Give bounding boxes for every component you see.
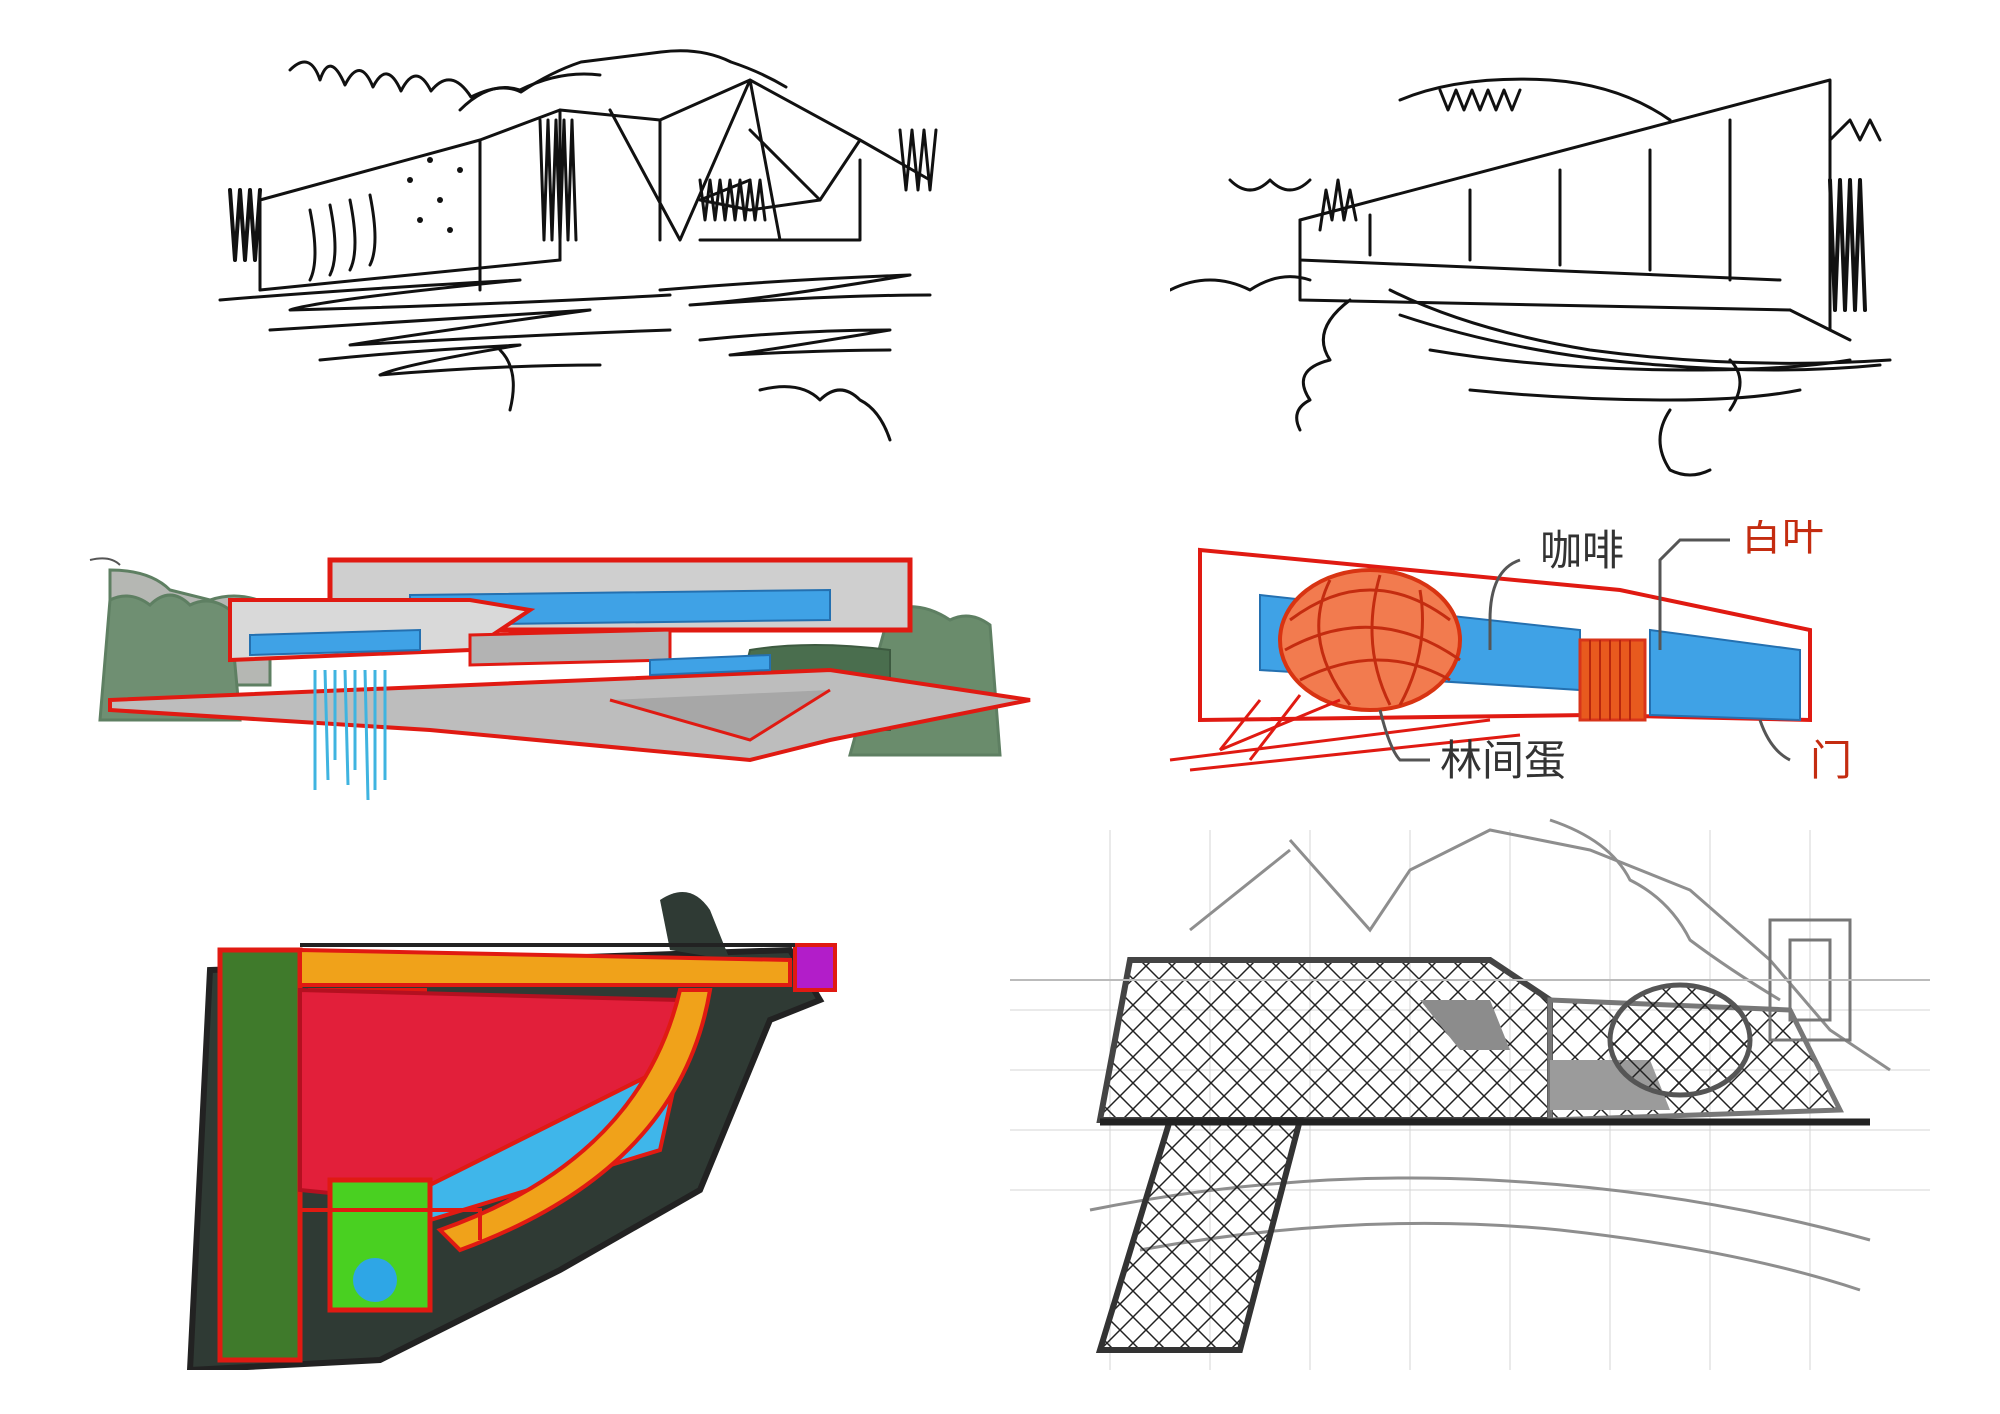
ink-perspective-sketch-right xyxy=(1170,60,1950,520)
ink-sketch-right-drawing xyxy=(1170,77,1892,477)
cad-plan-right xyxy=(990,810,1950,1390)
cad-plan-right-drawing xyxy=(1010,818,1930,1370)
colored-elevation-left-drawing xyxy=(89,557,1031,801)
colored-elevation-right: 咖啡 百叶 林间蛋 门 xyxy=(1160,520,1960,790)
colored-plan-left-drawing xyxy=(186,892,837,1370)
annotation-louvers: 百叶 xyxy=(1740,520,1824,560)
ink-sketch-left-drawing xyxy=(218,49,938,442)
annotation-forest-egg: 林间蛋 xyxy=(1440,736,1566,785)
colored-elevation-left xyxy=(50,540,1050,810)
annotation-door: 门 xyxy=(1810,736,1852,785)
colored-plan-left xyxy=(180,890,880,1370)
annotation-coffee: 咖啡 xyxy=(1540,526,1624,575)
ink-perspective-sketch-left xyxy=(140,40,1100,500)
colored-elevation-right-drawing: 咖啡 百叶 林间蛋 门 xyxy=(1169,520,1852,785)
